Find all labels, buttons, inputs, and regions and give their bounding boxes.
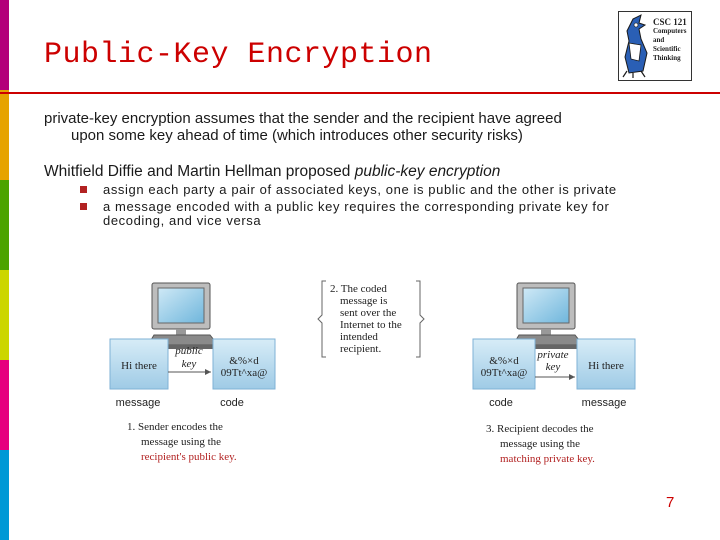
bullet-line: a message encoded with a public key requ… <box>103 199 610 214</box>
caption-line: message using the <box>141 436 222 448</box>
paragraph-diffie-hellman: Whitfield Diffie and Martin Hellman prop… <box>44 163 500 181</box>
step1-caption: 1. Sender encodes the message using the … <box>127 420 237 465</box>
title-divider <box>0 92 720 94</box>
sidebar-band <box>0 360 9 450</box>
encryption-diagram: Hi there &%×d 09Tt^xa@ public key messag… <box>109 280 636 409</box>
bluejay-mascot-icon <box>622 14 648 78</box>
sidebar-band <box>0 270 9 360</box>
sender-plaintext-box <box>109 338 169 390</box>
recipient-ciphertext-line: 09Tt^xa@ <box>481 367 527 379</box>
logo-line: Scientific <box>653 45 681 53</box>
slide-title: Public-Key Encryption <box>44 38 433 72</box>
emphasis-text: public-key encryption <box>354 163 501 180</box>
caption-line: recipient's public key. <box>141 451 237 463</box>
logo-line: Thinking <box>653 54 681 62</box>
sender-ciphertext-line: &%×d <box>229 355 259 367</box>
sender-key-label: public <box>174 345 203 357</box>
caption-line: 1. Sender encodes the <box>127 421 223 433</box>
bullet-text: a message encoded with a public key requ… <box>103 200 693 228</box>
bullet-text: assign each party a pair of associated k… <box>103 182 617 197</box>
sidebar-band <box>0 90 9 180</box>
sender-ciphertext-box <box>212 338 276 390</box>
logo-text: CSC 121 Computers and Scientific Thinkin… <box>653 18 687 63</box>
paragraph-line: private-key encryption assumes that the … <box>44 110 562 127</box>
color-sidebar <box>0 0 9 540</box>
internet-text: message is <box>340 295 387 307</box>
internet-text: Internet to the <box>340 319 402 331</box>
recipient-computer-icon <box>512 282 585 349</box>
recipient-plaintext-box <box>576 338 636 390</box>
sender-ciphertext-line: 09Tt^xa@ <box>221 367 267 379</box>
recipient-ciphertext-box <box>472 338 536 390</box>
sidebar-band <box>0 180 9 270</box>
recipient-ciphertext-line: &%×d <box>489 355 519 367</box>
recipient-plaintext: Hi there <box>588 360 624 372</box>
internet-bracket <box>416 280 425 358</box>
recipient-key-label: private <box>536 349 568 361</box>
bullet-square-icon <box>80 186 87 193</box>
paragraph-private-key: private-key encryption assumes that the … <box>44 110 694 144</box>
internet-text: 2. The coded <box>330 283 387 295</box>
sender-computer-icon <box>147 282 220 349</box>
caption-line: 3. Recipient decodes the <box>486 423 594 435</box>
caption-line: matching private key. <box>500 453 595 465</box>
sender-plaintext: Hi there <box>121 360 157 372</box>
bullet-line: decoding, and vice versa <box>103 213 262 228</box>
logo-line: Computers <box>653 27 687 35</box>
internet-text: recipient. <box>340 343 381 355</box>
sidebar-band <box>0 450 9 540</box>
internet-text: intended <box>340 331 378 343</box>
paragraph-text: Whitfield Diffie and Martin Hellman prop… <box>44 163 355 180</box>
label-code: code <box>220 397 244 409</box>
sender-key-label: key <box>182 358 197 370</box>
step3-caption: 3. Recipient decodes the message using t… <box>486 422 595 467</box>
internet-bracket <box>317 280 326 358</box>
bullet-square-icon <box>80 203 87 210</box>
caption-line: message using the <box>500 438 581 450</box>
logo-course-code: CSC 121 <box>653 17 687 27</box>
course-logo: CSC 121 Computers and Scientific Thinkin… <box>618 11 692 81</box>
sidebar-band <box>0 0 9 90</box>
paragraph-line: upon some key ahead of time (which intro… <box>71 127 523 144</box>
label-message: message <box>116 397 161 409</box>
label-message: message <box>582 397 627 409</box>
logo-line: and <box>653 36 665 44</box>
recipient-key-label: key <box>546 361 561 373</box>
label-code: code <box>489 397 513 409</box>
internet-text: sent over the <box>340 307 396 319</box>
page-number: 7 <box>666 494 675 511</box>
